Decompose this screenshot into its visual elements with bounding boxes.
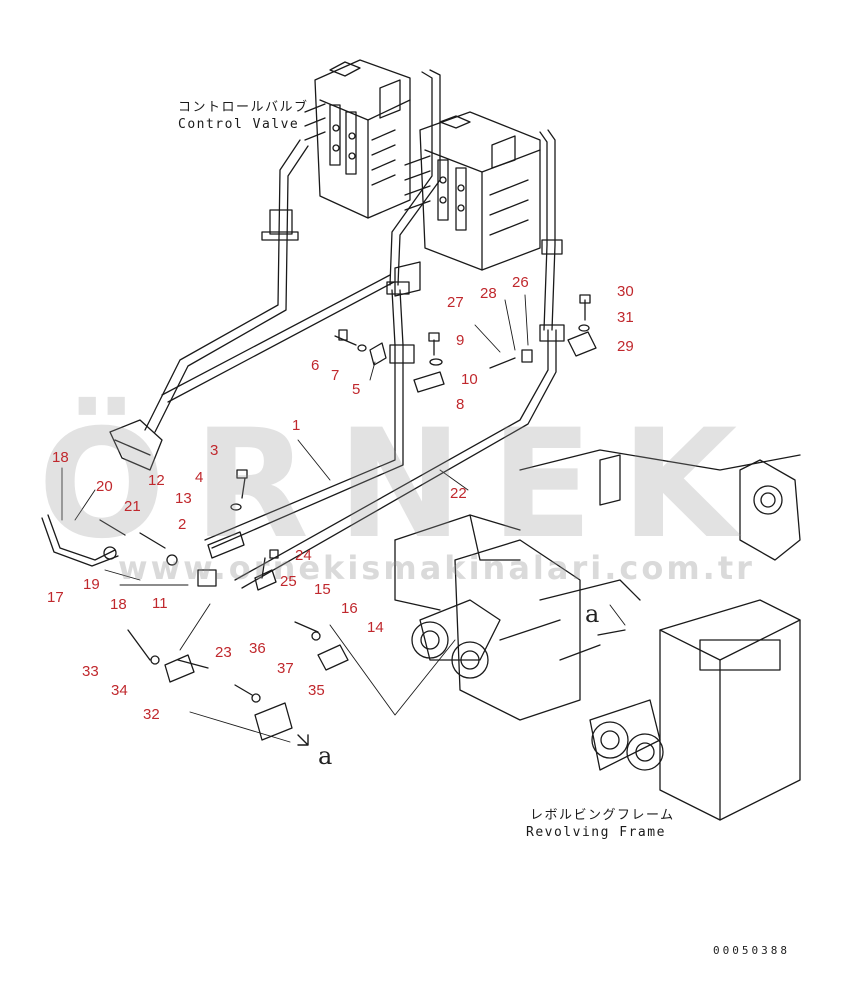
watermark-url: www.ornekismakinalari.com.tr [118,549,755,587]
callout-31: 31 [617,309,634,326]
tube-clamps [261,209,565,364]
view-marker-a-left: a [318,742,333,770]
callout-15: 15 [314,581,331,598]
view-marker-a-frame: a [585,600,600,628]
left-hose-block [41,419,163,567]
callout-16: 16 [341,600,358,617]
callout-10: 10 [461,371,478,388]
watermark-brand: ÖRNEK [38,398,766,572]
callout-29: 29 [617,338,634,355]
control-valve-lower [404,111,541,271]
callout-35: 35 [308,682,325,699]
revolving-frame [394,449,801,821]
callout-22: 22 [450,485,467,502]
callout-30: 30 [617,283,634,300]
callout-23: 23 [215,644,232,661]
document-number: 00050388 [713,944,790,957]
view-arrow [297,734,309,746]
callout-8: 8 [456,396,465,413]
leader-lines [61,294,626,743]
callout-11: 11 [152,595,168,612]
callout-25: 25 [280,573,297,590]
callout-37: 37 [277,660,294,677]
callout-19: 19 [83,576,100,593]
callout-1: 1 [292,417,301,434]
revolving-frame-label-jp: レボルビングフレーム [530,808,675,823]
callout-32: 32 [143,706,160,723]
callout-2: 2 [178,516,187,533]
callout-26: 26 [512,274,529,291]
callout-6: 6 [311,357,320,374]
callout-14: 14 [367,619,384,636]
callout-5: 5 [352,381,361,398]
callout-33: 33 [82,663,99,680]
control-valve-label-jp: コントロールバルブ [178,100,309,115]
callout-4: 4 [195,469,204,486]
control-valve-label-en: Control Valve [178,117,300,132]
callout-12: 12 [148,472,165,489]
control-valve-upper [304,59,411,219]
callout-17: 17 [47,589,64,606]
callout-3: 3 [210,442,219,459]
callout-7: 7 [331,367,340,384]
callout-20: 20 [96,478,113,495]
callout-21: 21 [124,498,141,515]
small-hardware [99,294,597,741]
hydraulic-tubes [144,69,557,589]
callout-36: 36 [249,640,266,657]
callout-27: 27 [447,294,464,311]
callout-34: 34 [111,682,128,699]
revolving-frame-label-en: Revolving Frame [526,825,666,840]
callout-18-lower: 18 [110,596,127,613]
callout-18-upper: 18 [52,449,69,466]
callout-24: 24 [295,547,312,564]
callout-28: 28 [480,285,497,302]
callout-9: 9 [456,332,465,349]
callout-13: 13 [175,490,192,507]
